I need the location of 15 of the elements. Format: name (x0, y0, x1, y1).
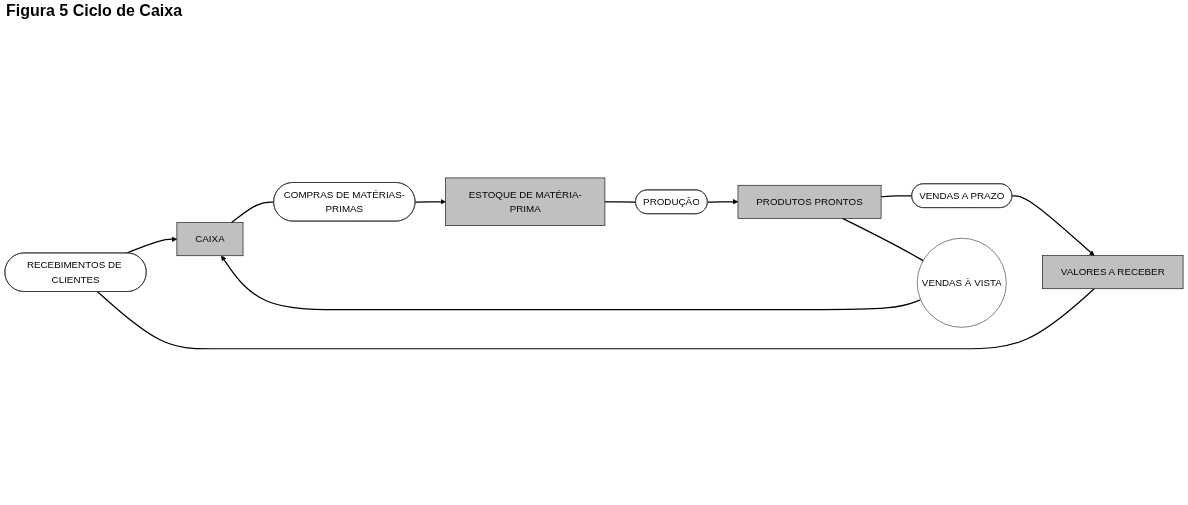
connector (230, 201, 275, 223)
node-box: VALORES A RECEBER (1042, 255, 1184, 289)
connector (96, 287, 1095, 350)
node-circle: VENDAS À VISTA (916, 237, 1007, 328)
node-box: CAIXA (176, 222, 244, 256)
node-box: PRODUTOS PRONTOS (737, 184, 882, 219)
figure-title: Figura 5 Ciclo de Caixa (6, 2, 183, 20)
arrow (1011, 194, 1095, 256)
node-box: ESTOQUE DE MATÉRIA-PRIMA (445, 177, 606, 226)
arrow (221, 255, 922, 310)
arrow (414, 198, 446, 205)
arrow (707, 198, 739, 205)
connector (604, 200, 637, 203)
connector (880, 194, 913, 198)
connector (841, 217, 924, 261)
